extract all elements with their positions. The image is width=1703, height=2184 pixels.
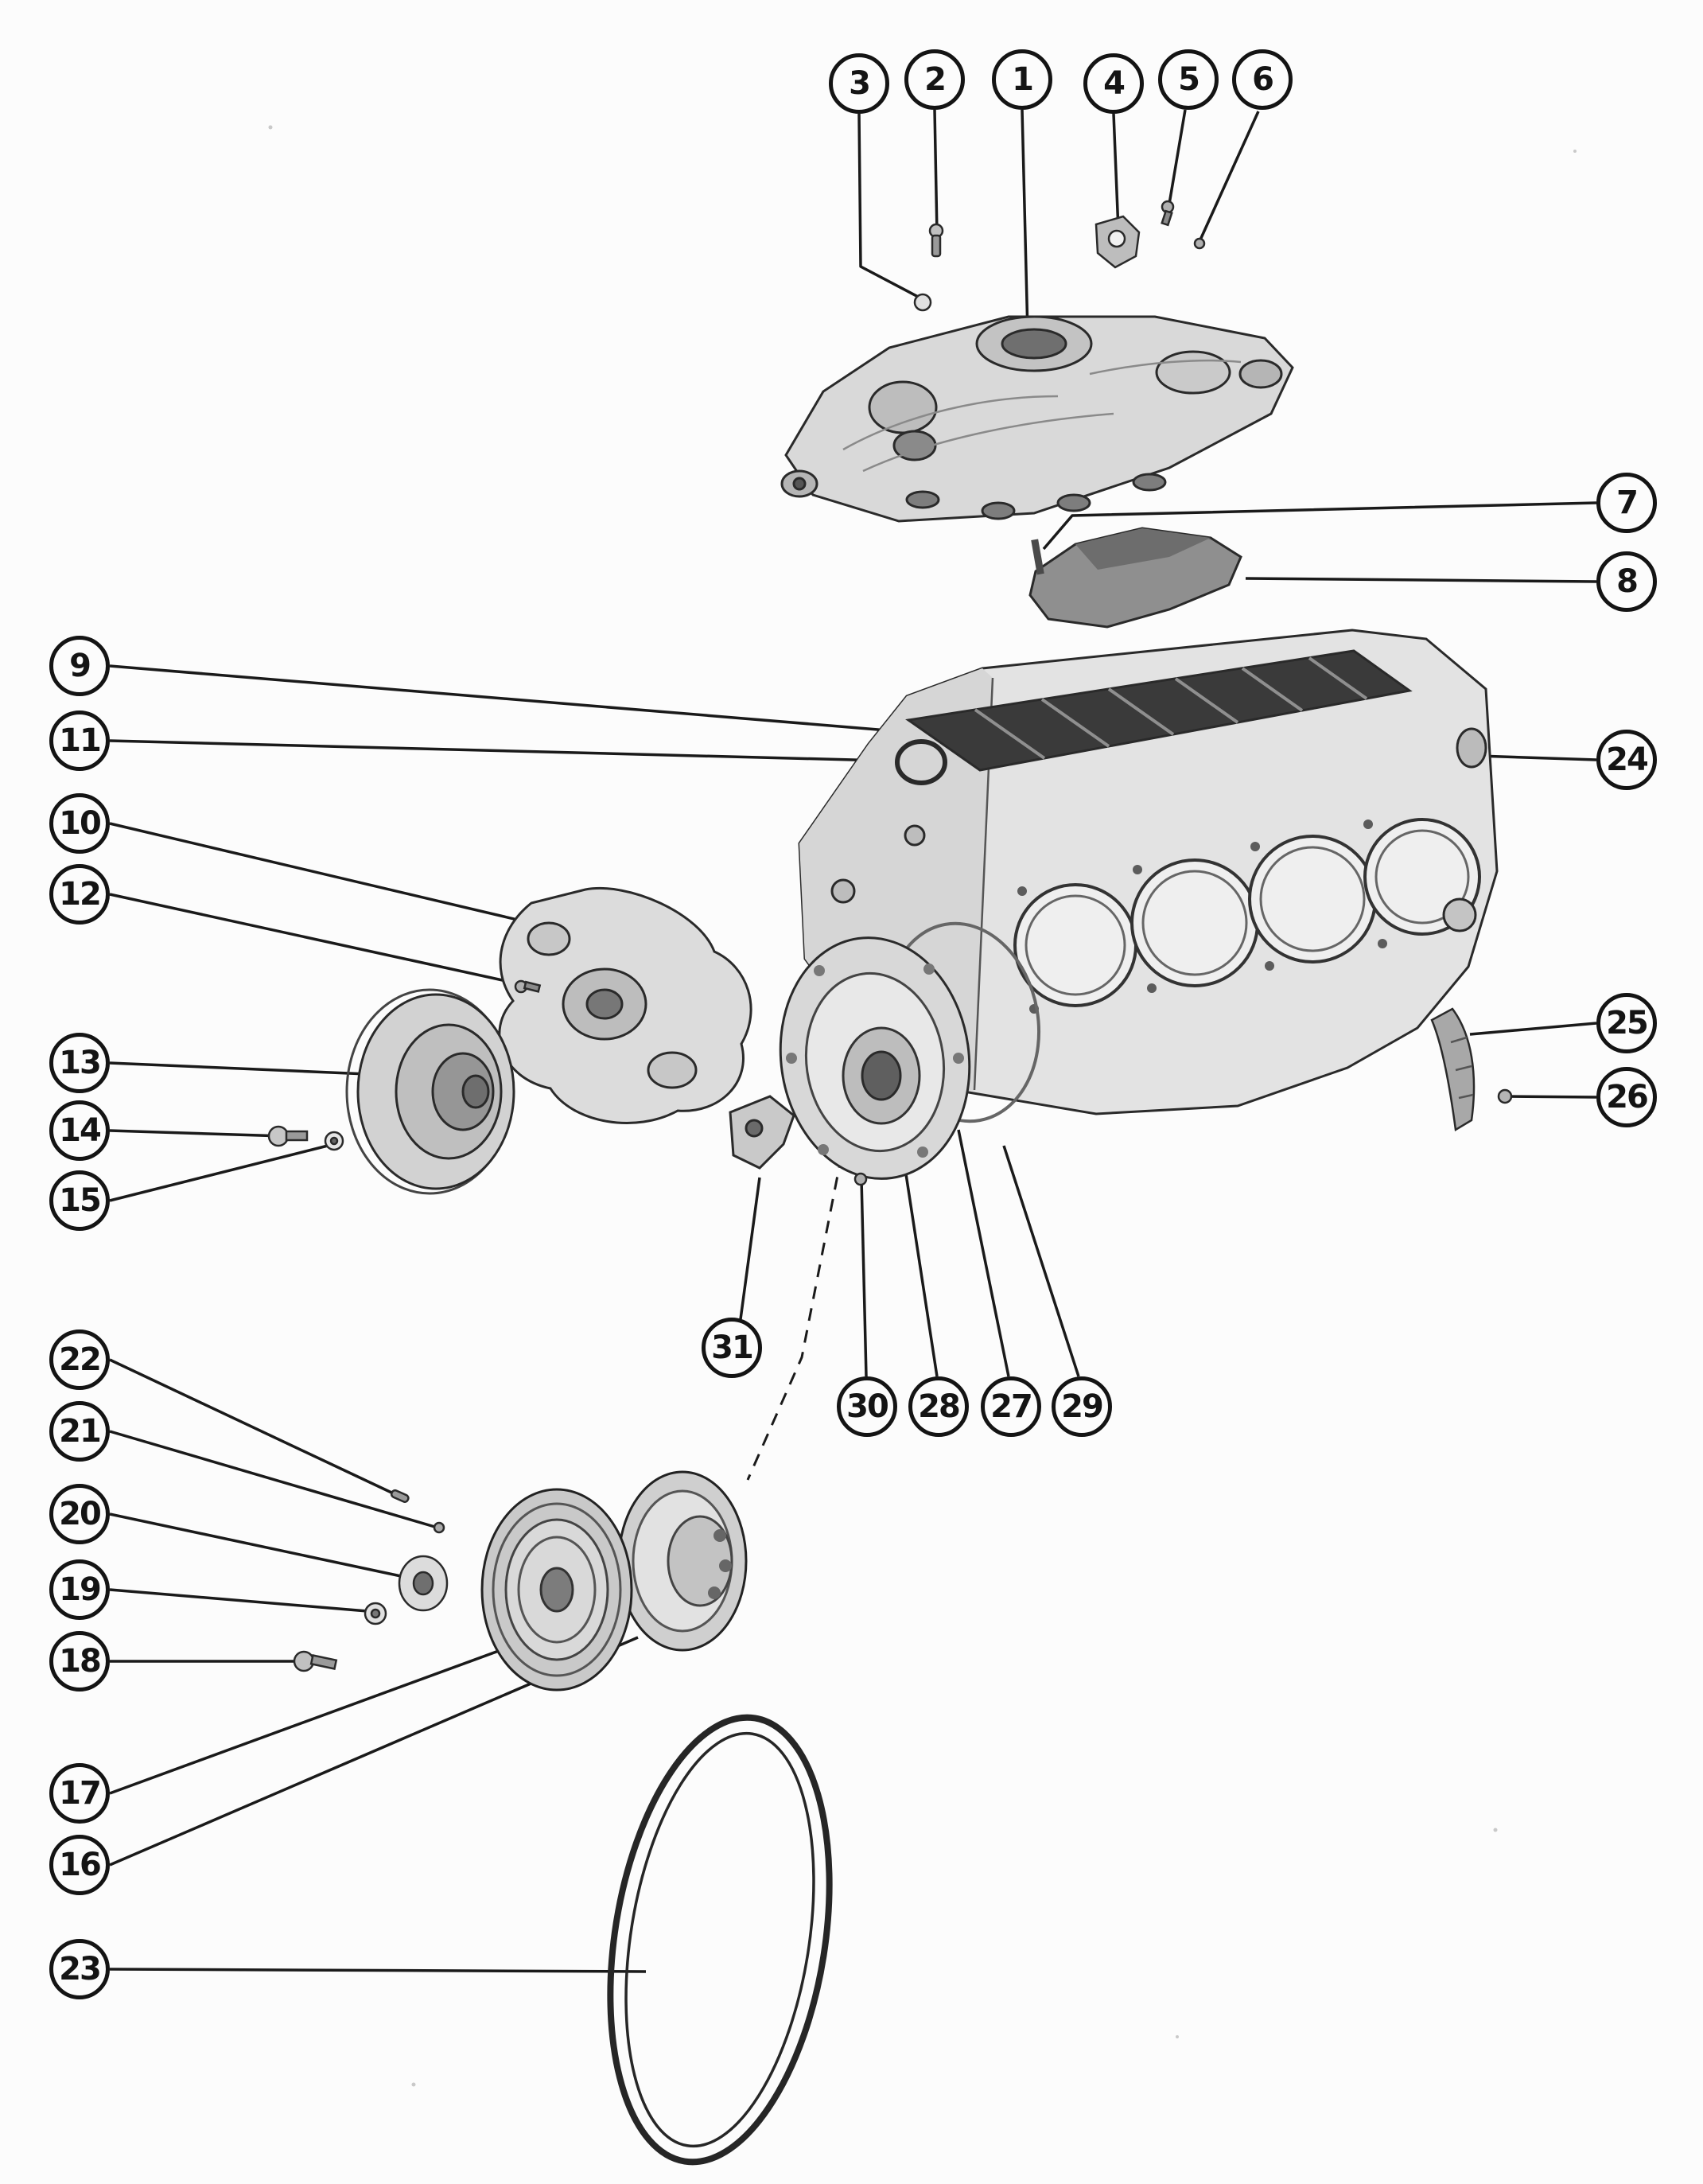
callout-label: 21	[59, 1413, 102, 1450]
intake-manifold-drawing	[780, 315, 1294, 523]
callout-label: 13	[59, 1045, 102, 1081]
callout-18: 18	[49, 1631, 110, 1692]
callout-label: 10	[59, 805, 102, 842]
callout-label: 3	[849, 65, 871, 102]
callout-15: 15	[49, 1170, 110, 1231]
callout-8: 8	[1596, 551, 1657, 612]
callout-27: 27	[981, 1376, 1041, 1437]
callout-label: 24	[1606, 742, 1649, 778]
callout-31: 31	[702, 1318, 762, 1378]
callout-2: 2	[904, 49, 965, 110]
callout-label: 31	[711, 1329, 754, 1366]
dowel-pin-drawing	[1031, 539, 1044, 575]
callout-16: 16	[49, 1835, 110, 1895]
callout-9: 9	[49, 636, 110, 696]
callout-label: 7	[1616, 485, 1639, 521]
callout-label: 14	[59, 1112, 102, 1149]
callout-label: 18	[59, 1643, 102, 1680]
drive-belt-drawing	[607, 1714, 833, 2166]
callout-3: 3	[829, 53, 889, 114]
callout-4: 4	[1083, 53, 1144, 114]
callout-label: 8	[1616, 563, 1639, 600]
callout-17: 17	[49, 1763, 110, 1824]
callout-21: 21	[49, 1401, 110, 1462]
callout-25: 25	[1596, 993, 1657, 1053]
cone-cover-drawing	[345, 988, 515, 1195]
bracket-drawing	[729, 1095, 795, 1170]
harmonic-damper-drawing	[617, 1470, 748, 1652]
callout-label: 28	[918, 1388, 961, 1425]
callout-29: 29	[1052, 1376, 1112, 1437]
callout-11: 11	[49, 710, 110, 771]
callout-6: 6	[1232, 49, 1293, 110]
front-cover-drawing	[779, 936, 971, 1180]
water-pump-drawing	[498, 887, 752, 1125]
callout-10: 10	[49, 793, 110, 854]
alignment-dashed-line	[746, 1154, 843, 1481]
callout-label: 29	[1061, 1388, 1104, 1425]
engine-block-drawing	[798, 629, 1499, 1115]
callout-23: 23	[49, 1939, 110, 1999]
callout-7: 7	[1596, 473, 1657, 533]
callout-label: 4	[1103, 65, 1126, 102]
callout-14: 14	[49, 1100, 110, 1161]
callout-label: 19	[59, 1571, 102, 1608]
crank-pulley-drawing	[480, 1488, 633, 1692]
callout-label: 1	[1012, 61, 1034, 98]
callout-label: 9	[69, 648, 91, 684]
callout-12: 12	[49, 864, 110, 925]
cylinder-bores	[1013, 818, 1481, 1007]
callout-label: 12	[59, 876, 102, 913]
callout-label: 23	[59, 1951, 102, 1987]
callout-label: 11	[59, 722, 102, 759]
callout-5: 5	[1158, 49, 1219, 110]
callout-label: 2	[924, 61, 947, 98]
callout-label: 27	[990, 1388, 1033, 1425]
callout-20: 20	[49, 1484, 110, 1544]
callout-label: 16	[59, 1847, 102, 1883]
callout-13: 13	[49, 1033, 110, 1093]
callout-1: 1	[992, 49, 1052, 110]
callout-26: 26	[1596, 1067, 1657, 1127]
callout-22: 22	[49, 1329, 110, 1390]
callout-label: 6	[1252, 61, 1274, 98]
callout-label: 15	[59, 1182, 102, 1219]
callout-label: 5	[1178, 61, 1200, 98]
callout-label: 20	[59, 1496, 102, 1532]
callout-30: 30	[837, 1376, 897, 1437]
callout-19: 19	[49, 1559, 110, 1620]
callout-label: 22	[59, 1341, 102, 1378]
leader-lines	[109, 109, 1597, 1973]
callout-label: 26	[1606, 1079, 1649, 1115]
callout-24: 24	[1596, 730, 1657, 790]
callout-label: 25	[1606, 1005, 1649, 1041]
callout-label: 17	[59, 1775, 102, 1812]
paper-specks	[268, 125, 1577, 2087]
heat-shield-drawing	[1028, 527, 1242, 629]
callout-28: 28	[908, 1376, 969, 1437]
small-hardware-drawings	[267, 200, 1513, 1672]
engine-block-valley	[905, 649, 1413, 772]
callout-label: 30	[846, 1388, 889, 1425]
